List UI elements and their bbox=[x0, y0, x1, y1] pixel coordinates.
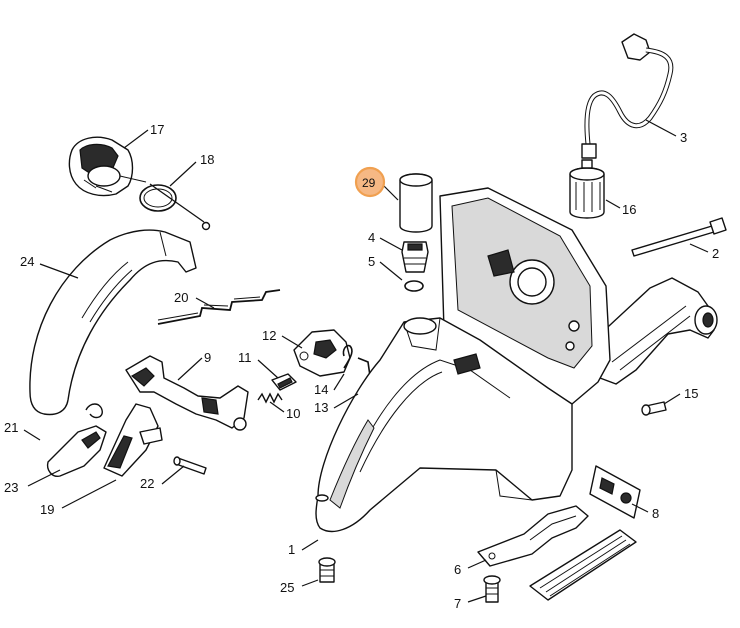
part-3-fuel-hose bbox=[581, 33, 674, 159]
part-17-starter-assembly bbox=[68, 136, 147, 197]
part-29-filter bbox=[399, 173, 433, 233]
callout-12: 12 bbox=[262, 328, 276, 343]
callout-5: 5 bbox=[368, 254, 375, 269]
callout-4: 4 bbox=[368, 230, 375, 245]
callout-25: 25 bbox=[280, 580, 294, 595]
callout-1: 1 bbox=[288, 542, 295, 557]
part-8-warning-label bbox=[589, 465, 641, 519]
part-2-long-bolt bbox=[631, 217, 727, 257]
part-12-throttle-block bbox=[293, 329, 351, 377]
part-20-linkage-rod bbox=[157, 289, 281, 325]
callout-29: 29 bbox=[362, 176, 376, 190]
callout-18: 18 bbox=[200, 152, 214, 167]
callout-17: 17 bbox=[150, 122, 164, 137]
callout-20: 20 bbox=[174, 290, 188, 305]
part-16-fuel-filter bbox=[569, 159, 605, 219]
part-5-seal-ring bbox=[404, 280, 424, 292]
callout-24: 24 bbox=[20, 254, 34, 269]
part-15-screw bbox=[641, 401, 667, 416]
callout-13: 13 bbox=[314, 400, 328, 415]
part-6-bracket bbox=[477, 505, 589, 567]
part-22-pin bbox=[173, 456, 207, 475]
highlight-circle-29 bbox=[354, 166, 386, 198]
callout-15: 15 bbox=[684, 386, 698, 401]
part-25-screw bbox=[318, 557, 336, 583]
part-19-throttle-lever bbox=[103, 403, 163, 477]
part-21-small-spring bbox=[85, 403, 103, 419]
callout-3: 3 bbox=[680, 130, 687, 145]
callout-23: 23 bbox=[4, 480, 18, 495]
callout-8: 8 bbox=[652, 506, 659, 521]
part-10-spring bbox=[257, 392, 283, 404]
part-7-screw bbox=[483, 575, 501, 603]
part-1-main-housing bbox=[315, 187, 718, 533]
callout-22: 22 bbox=[140, 476, 154, 491]
callout-10: 10 bbox=[286, 406, 300, 421]
part-4-valve bbox=[401, 241, 429, 273]
callout-6: 6 bbox=[454, 562, 461, 577]
rubber-pad bbox=[529, 529, 637, 601]
part-23-trigger-lever bbox=[46, 425, 107, 477]
callout-7: 7 bbox=[454, 596, 461, 611]
leader-lines bbox=[23, 119, 709, 603]
callout-11: 11 bbox=[238, 350, 252, 365]
part-14-spring-clip bbox=[342, 344, 353, 369]
callout-19: 19 bbox=[40, 502, 54, 517]
callout-2: 2 bbox=[712, 246, 719, 261]
callout-14: 14 bbox=[314, 382, 328, 397]
callout-21: 21 bbox=[4, 420, 18, 435]
part-18-o-ring bbox=[139, 183, 211, 231]
callout-labels: 17 18 24 20 12 9 11 10 14 13 21 23 19 22… bbox=[4, 122, 719, 611]
callout-16: 16 bbox=[622, 202, 636, 217]
part-9-throttle-trigger bbox=[125, 355, 249, 431]
callout-9: 9 bbox=[204, 350, 211, 365]
